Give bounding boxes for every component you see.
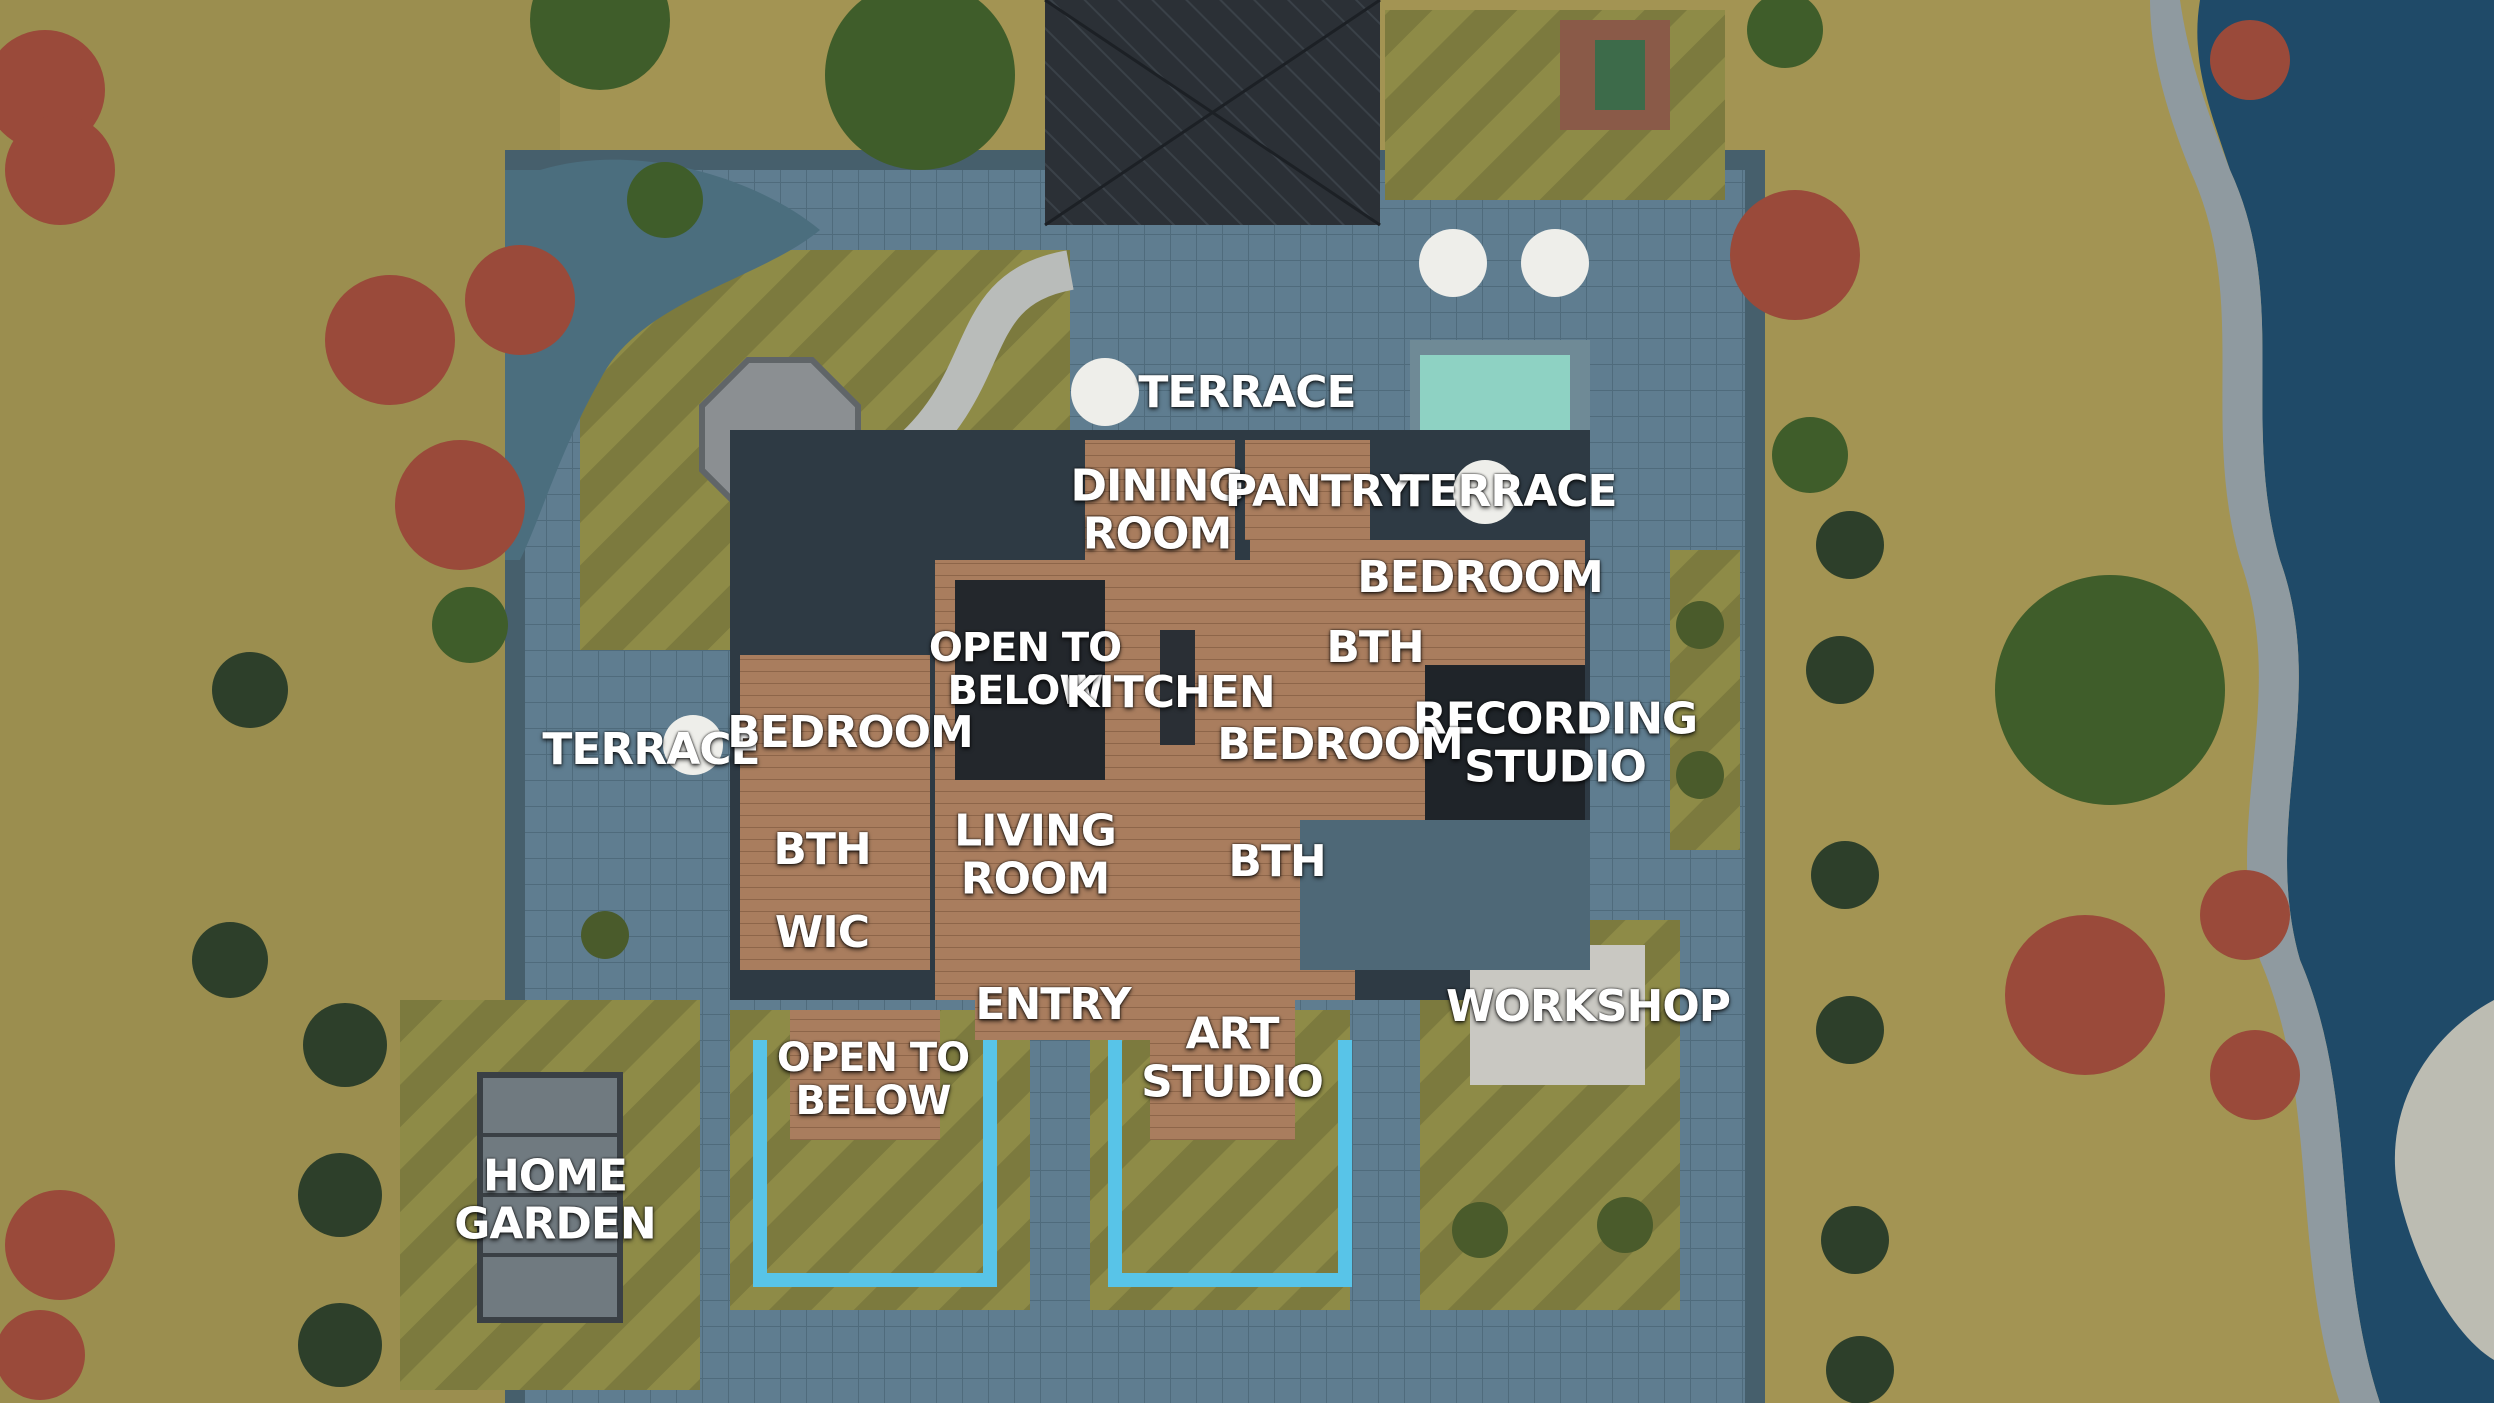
label-terrace-north: TERRACE: [1138, 367, 1356, 419]
floor-open-to-below: [955, 580, 1105, 780]
floor-pantry: [1245, 440, 1370, 540]
floor-south-open: [790, 1010, 940, 1140]
floor-entry: [975, 960, 1150, 1040]
playground-yard: [1385, 10, 1725, 200]
label-terrace-east: TERRACE: [1399, 466, 1617, 518]
east-courtyard: [1300, 820, 1590, 970]
label-bth-central: BTH: [1228, 836, 1326, 888]
label-bedroom-northeast: BEDROOM: [1357, 552, 1604, 604]
lake-shore-rocks: [2150, 0, 2380, 1403]
label-bth-west: BTH: [773, 824, 871, 876]
umbrella-west-terrace: [663, 715, 723, 775]
trees-green: [432, 0, 2225, 805]
trees-red: [0, 20, 2300, 1400]
sand-beach: [2394, 1000, 2494, 1360]
east-lawn-strip: [1670, 550, 1740, 850]
label-terrace-west: TERRACE: [542, 724, 760, 776]
label-bedroom-west: BEDROOM: [727, 707, 974, 759]
greenhouse: [477, 1072, 623, 1323]
shrubs: [581, 601, 1724, 1258]
umbrella-top-2: [1521, 229, 1589, 297]
floor-art-studio: [1150, 1000, 1295, 1140]
lake-water: [2197, 0, 2494, 1403]
label-bth-east: BTH: [1326, 622, 1424, 674]
water-channel-right: [1108, 1040, 1352, 1287]
label-kitchen: KITCHEN: [1065, 667, 1275, 719]
label-wic: WIC: [774, 907, 870, 959]
umbrella-east-terrace: [1453, 460, 1517, 524]
trees-dark: [192, 511, 1894, 1403]
label-bedroom-east: BEDROOM: [1217, 719, 1464, 771]
umbrella-terrace-north: [1071, 358, 1139, 426]
water-channel-left: [753, 1040, 997, 1287]
floor-recording: [1425, 665, 1585, 820]
label-pantry: PANTRY: [1224, 466, 1412, 518]
pond-garden: [505, 159, 820, 561]
label-workshop: WORKSHOP: [1445, 981, 1731, 1033]
floor-kitchen-island: [1160, 630, 1195, 745]
floor-dining: [1085, 440, 1235, 565]
label-entry: ENTRY: [975, 979, 1131, 1031]
floor-west-wing: [740, 655, 930, 970]
umbrella-top-1: [1419, 229, 1487, 297]
